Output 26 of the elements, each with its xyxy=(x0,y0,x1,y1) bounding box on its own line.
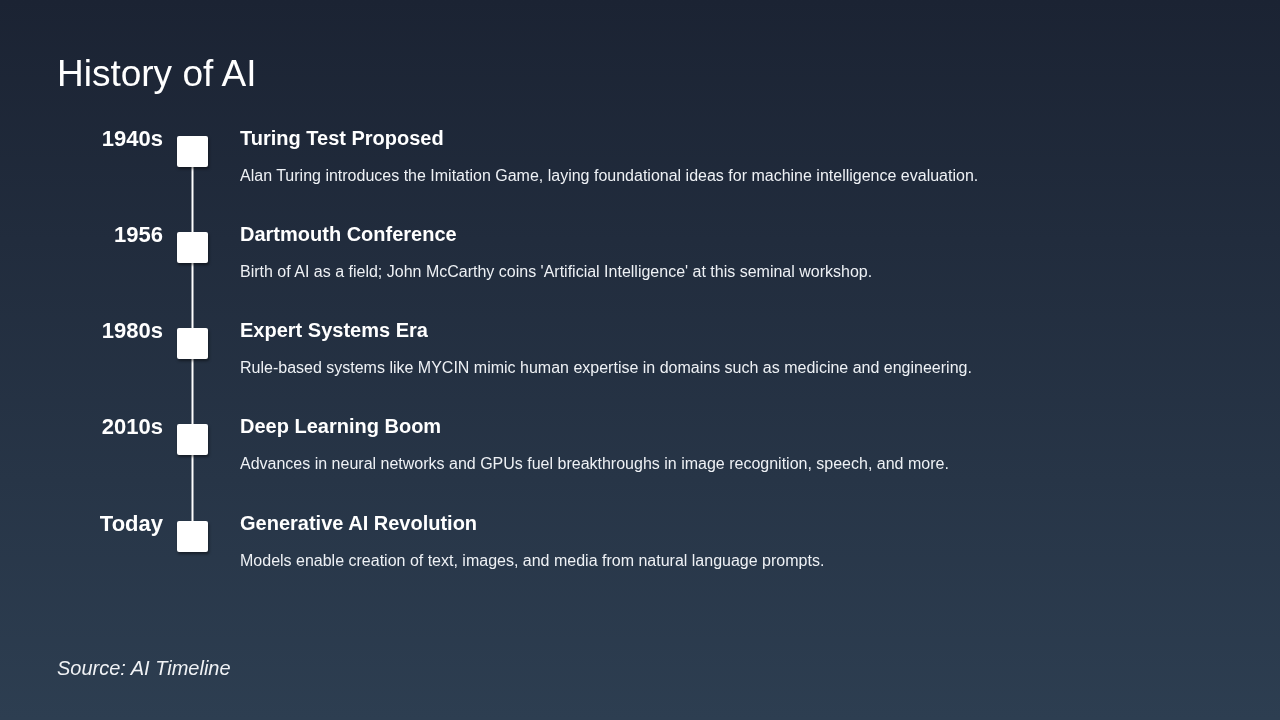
year-label: 2010s xyxy=(101,414,163,440)
event-description: Rule-based systems like MYCIN mimic human expertise in domains such as medicine and engineering. xyxy=(240,358,972,378)
event-title: Expert Systems Era xyxy=(240,318,428,342)
timeline-marker xyxy=(177,328,208,359)
event-description: Alan Turing introduces the Imitation Game, laying foundational ideas for machine intelligence evaluation. xyxy=(240,166,979,186)
connector-line xyxy=(191,166,194,233)
year-label: 1940s xyxy=(101,126,163,152)
connector-line xyxy=(191,262,194,329)
event-title: Generative AI Revolution xyxy=(240,511,478,535)
event-description: Models enable creation of text, images, and media from natural language prompts. xyxy=(240,551,825,571)
timeline-marker xyxy=(177,232,208,263)
year-label: Today xyxy=(99,511,163,537)
event-description: Birth of AI as a field; John McCarthy coins 'Artificial Intelligence' at this seminal workshop. xyxy=(240,262,873,282)
diagram-title: History of AI xyxy=(57,52,257,96)
event-title: Turing Test Proposed xyxy=(240,126,444,150)
event-description: Advances in neural networks and GPUs fuel breakthroughs in image recognition, speech, and more. xyxy=(240,454,949,474)
timeline-marker xyxy=(177,424,208,455)
timeline-marker xyxy=(177,136,208,167)
year-label: 1980s xyxy=(101,318,163,344)
connector-line xyxy=(191,358,194,425)
timeline-marker xyxy=(177,521,208,552)
year-label: 1956 xyxy=(114,222,163,248)
connector-line xyxy=(191,454,194,522)
event-title: Dartmouth Conference xyxy=(240,222,457,246)
event-title: Deep Learning Boom xyxy=(240,414,442,438)
source-caption: Source: AI Timeline xyxy=(57,656,231,681)
